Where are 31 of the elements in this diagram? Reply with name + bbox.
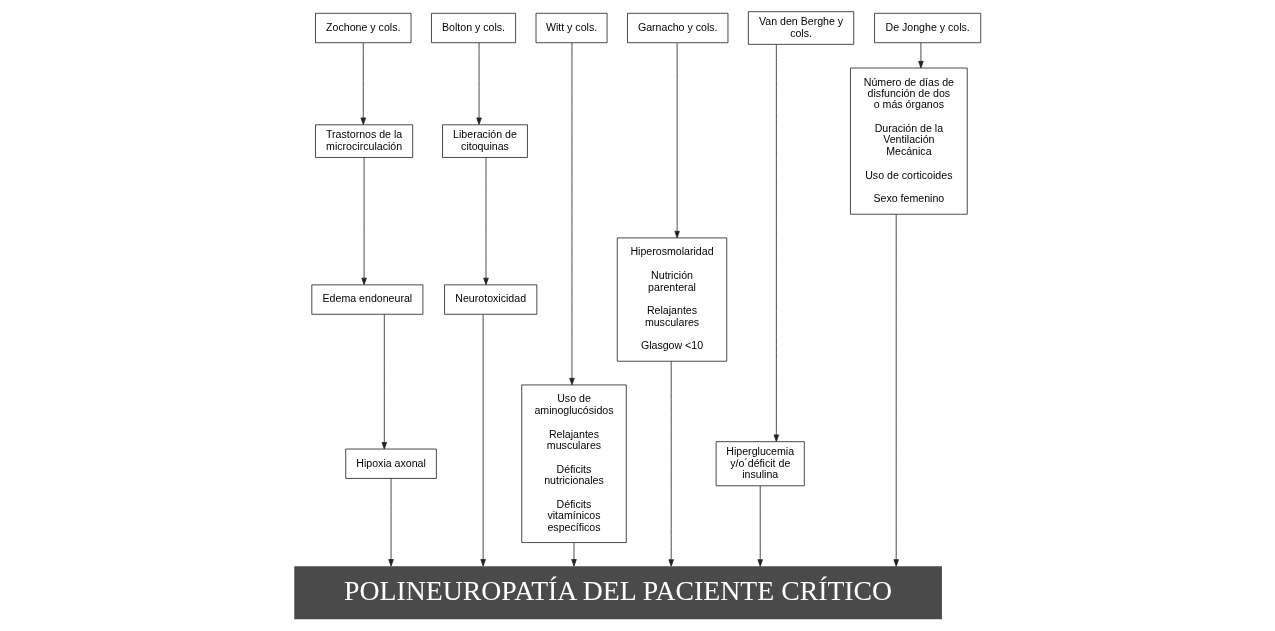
node-box: Van den Berghe y cols. <box>747 11 855 45</box>
arrow <box>668 361 674 567</box>
arrow <box>893 214 899 567</box>
node-box: Witt y cols. <box>535 12 608 44</box>
arrow <box>918 42 924 69</box>
node-box: Hipoxia axonal <box>345 448 437 479</box>
arrow <box>381 314 387 450</box>
node-box: POLINEUROPATÍA DEL PACIENTE CRÍTICO <box>294 566 942 620</box>
arrow <box>571 542 577 567</box>
node-box: Garnacho y cols. <box>627 12 729 44</box>
arrow <box>361 157 367 286</box>
node-box: Trastornos de la microcirculación <box>315 124 414 158</box>
arrow <box>569 42 575 386</box>
arrow <box>360 42 366 125</box>
node-box: Uso de aminoglucósidos Relajantes musculares Déficits nutricionales Déficits vitamínicos específicos <box>521 384 627 543</box>
arrow <box>476 42 482 125</box>
arrow <box>388 478 394 567</box>
node-box: Liberación de citoquinas <box>442 124 528 158</box>
arrow <box>483 157 489 286</box>
node-box: Neurotoxicidad <box>444 284 538 315</box>
node-box: Zochone y cols. <box>315 12 412 44</box>
arrow <box>757 485 763 567</box>
arrow <box>674 42 680 239</box>
arrow <box>773 44 780 442</box>
node-box: Hiperglucemia y/o´déficit de insulina <box>715 441 805 487</box>
node-box: Hiperosmolaridad Nutrición parenteral Relajantes musculares Glasgow <10 <box>616 237 728 362</box>
node-box: De Jonghe y cols. <box>874 12 982 44</box>
arrow <box>480 314 486 567</box>
node-box: Número de días de disfunción de dos o más órganos Duración de la Ventilación Mecánica Uso de corticoides Sexo femenino <box>850 67 968 215</box>
node-box: Bolton y cols. <box>431 12 516 44</box>
node-box: Edema endoneural <box>311 284 424 315</box>
